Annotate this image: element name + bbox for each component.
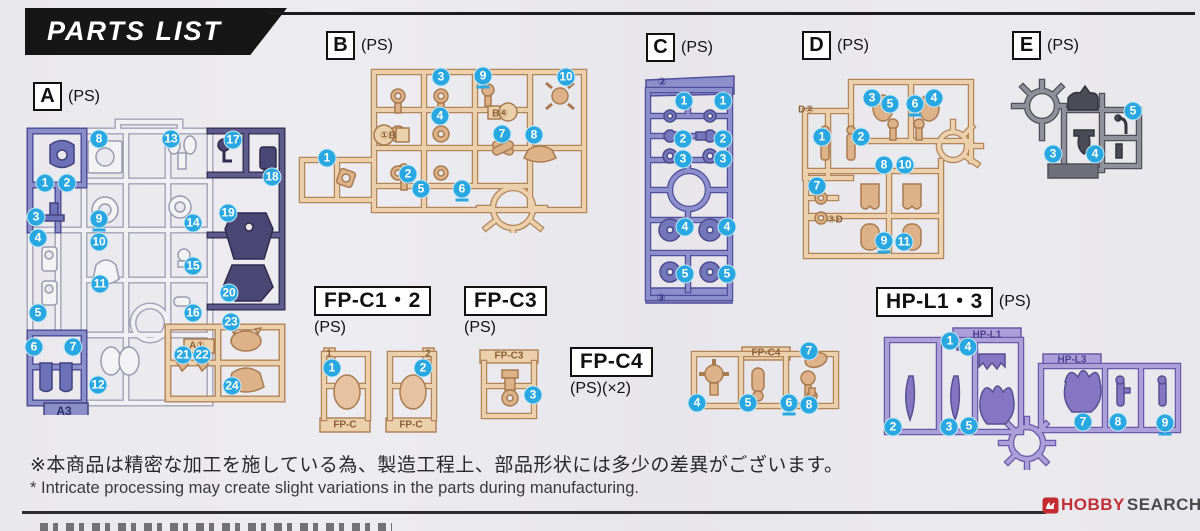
footer-rule — [22, 511, 1046, 514]
sprue-fpc3-runner-art — [479, 349, 539, 426]
sprue-fpc12-runner-art — [319, 347, 446, 433]
sprue-hpl13-material: (PS) — [998, 293, 1031, 310]
page-title: PARTS LIST — [47, 16, 223, 46]
sprue-a-letter: A — [33, 82, 62, 111]
footnote-english: * Intricate processing may create slight… — [30, 479, 639, 497]
sprue-fpc3-name: FP-C3 — [464, 286, 548, 316]
footnote-japanese: ※本商品は精密な加工を施している為、製造工程上、部品形状には多少の差異がございま… — [30, 455, 844, 476]
sprue-fpc4-material: (PS)(×2) — [570, 380, 631, 397]
sprue-b-label: B (PS) — [326, 31, 393, 60]
sprue-d-runner-art — [791, 66, 991, 266]
sprue-fpc12-name: FP-C1・2 — [314, 286, 431, 316]
clipped-text-strip — [40, 523, 392, 531]
sprue-hpl13-name: HP-L1・3 — [876, 287, 993, 317]
sprue-c-runner-art — [634, 75, 735, 304]
sprue-b-letter: B — [326, 31, 355, 60]
sprue-e-material: (PS) — [1047, 36, 1079, 54]
sprue-fpc4-name: FP-C4 — [570, 347, 654, 377]
sprue-e-letter: E — [1012, 31, 1041, 60]
hobby-search-icon — [1042, 497, 1059, 513]
sprue-d-label: D (PS) — [802, 31, 869, 60]
sprue-e-label: E (PS) — [1012, 31, 1079, 60]
sprue-d-letter: D — [802, 31, 831, 60]
sprue-fpc3-label: FP-C3 (PS) — [464, 286, 548, 337]
watermark-search-text: SEARCH — [1126, 495, 1200, 514]
sprue-a-runner-art — [18, 115, 298, 415]
sprue-fpc12-material: (PS) — [314, 319, 346, 336]
sprue-c-label: C (PS) — [646, 33, 713, 62]
sprue-a-material: (PS) — [68, 87, 100, 105]
sprue-c-letter: C — [646, 33, 675, 62]
sprue-c-material: (PS) — [681, 38, 713, 56]
sprue-b-runner-art — [292, 58, 592, 233]
parts-list-banner: PARTS LIST — [25, 8, 287, 55]
sprue-fpc4-runner-art — [686, 346, 844, 416]
sprue-b-material: (PS) — [361, 36, 393, 54]
watermark-hobby-text: HOBBY — [1061, 495, 1125, 514]
sprue-fpc12-label: FP-C1・2 (PS) — [314, 286, 431, 337]
hobby-search-watermark: HOBBY SEARCH — [1042, 495, 1200, 515]
sprue-e-runner-art — [1006, 78, 1146, 179]
sprue-hpl13-runner-art — [871, 327, 1200, 470]
sprue-d-material: (PS) — [837, 36, 869, 54]
sprue-fpc4-label: FP-C4 (PS)(×2) — [570, 347, 654, 398]
sprue-fpc3-material: (PS) — [464, 319, 496, 336]
header-rule — [268, 12, 1195, 15]
sprue-a-label: A (PS) — [33, 82, 100, 111]
sprue-hpl13-label: HP-L1・3 (PS) — [876, 287, 1031, 317]
